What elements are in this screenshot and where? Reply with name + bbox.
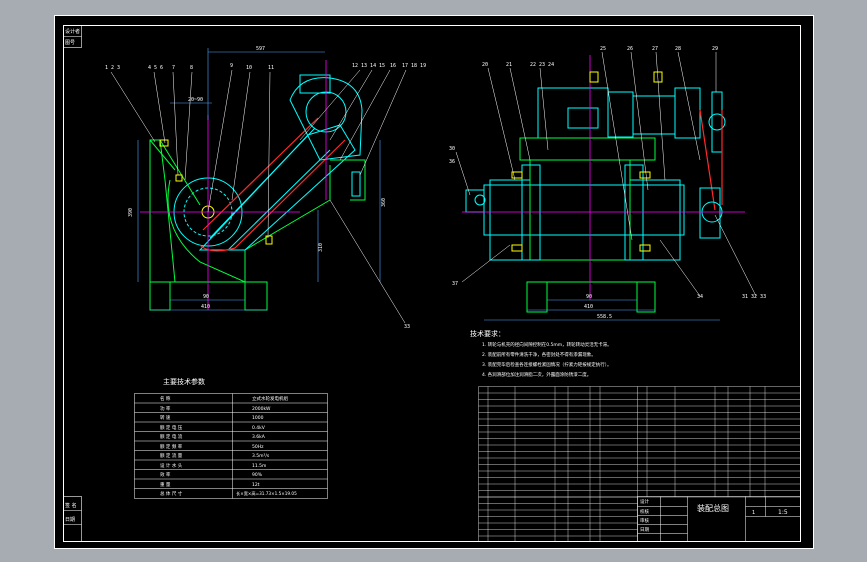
parts-list <box>478 386 801 542</box>
balloon-28: 28 <box>675 46 681 52</box>
side-strip-top <box>63 25 82 48</box>
balloon-27: 27 <box>652 46 658 52</box>
spec-row-7-label: 设 计 水 头 <box>160 462 183 469</box>
balloon-17-18-19: 17 18 19 <box>402 63 426 69</box>
spec-row-1-value: 2000kW <box>252 406 271 412</box>
balloon-20: 20 <box>482 62 488 68</box>
side-label-date: 日期 <box>65 517 75 523</box>
balloon-11: 11 <box>268 65 274 71</box>
balloon-8: 8 <box>190 65 193 71</box>
spec-row-3-value: 0.4kV <box>252 425 266 431</box>
right-dimensions <box>484 299 720 321</box>
spec-row-0-value: 立式水轮发电机组 <box>252 395 288 402</box>
spec-row-10-value: 长×宽×高=31.73×1.5×19.05 <box>236 490 297 497</box>
spec-row-9-label: 重 量 <box>160 481 171 488</box>
title-approver-label: 审核 <box>640 517 649 524</box>
spec-row-1-label: 功 率 <box>160 405 171 412</box>
dim-20-90: 20~90 <box>188 97 203 103</box>
inner-frame <box>63 25 801 542</box>
tech-req-item-2: 2. 装配前所有零件清洗干净，各密封处不得有渗漏现象。 <box>482 351 596 358</box>
dim-360: 360 <box>381 198 387 207</box>
left-leaders <box>110 69 407 324</box>
title-checker-label: 校核 <box>640 508 649 515</box>
right-view <box>462 55 745 313</box>
tech-req-item-3: 3. 装配完毕后检查各连接螺栓紧固情况（拧紧力矩按规定执行）。 <box>482 361 611 368</box>
side-label-designer: 设计者 <box>65 28 80 35</box>
balloon-22-23-24: 22 23 24 <box>530 62 554 68</box>
tech-req-item-1: 1. 转轮与机壳的径向间隙控制在0.5mm，转轮转动灵活无卡滞。 <box>482 341 612 348</box>
balloon-30: 30 <box>449 146 455 152</box>
spec-row-0-label: 名 称 <box>160 395 171 402</box>
side-strip-bottom <box>63 496 82 542</box>
balloon-12-13-14: 12 13 14 <box>352 63 376 69</box>
spec-table-grid <box>134 393 328 499</box>
balloon-36: 36 <box>449 159 455 165</box>
dim-right-90: 90 <box>586 294 592 300</box>
spec-table-rows: 名 称 立式水轮发电机组 功 率 2000kW 转 速 1000 额 定 电 压… <box>160 395 297 497</box>
side-label-drawing-no: 图号 <box>65 40 75 46</box>
outer-frame <box>54 15 814 549</box>
tech-req-item-4: 4. 各润滑部位加注润滑脂二次，外露面涂防锈漆二度。 <box>482 371 591 378</box>
balloon-29: 29 <box>712 46 718 52</box>
balloon-10: 10 <box>246 65 252 71</box>
side-label-signature: 签 名 <box>65 502 77 509</box>
dim-310: 310 <box>318 243 324 252</box>
title-date-label: 日期 <box>640 527 649 533</box>
balloon-9: 9 <box>230 63 233 69</box>
title-scale: 1:5 <box>778 509 788 516</box>
balloon-7: 7 <box>172 65 175 71</box>
dim-right-410: 410 <box>584 304 593 310</box>
balloon-37: 37 <box>452 281 458 287</box>
title-block-grid <box>637 496 801 542</box>
balloon-34: 34 <box>697 294 703 300</box>
spec-row-3-label: 额 定 电 压 <box>160 424 183 431</box>
balloon-25: 25 <box>600 46 606 52</box>
balloon-4-5-6: 4 5 6 <box>148 65 163 71</box>
spec-row-4-value: 3.6kA <box>252 434 266 440</box>
spec-row-8-label: 效 率 <box>160 471 171 478</box>
spec-table-title: 主要技术参数 <box>163 377 205 386</box>
spec-row-7-value: 11.5m <box>252 463 266 469</box>
left-dimensions <box>137 48 381 311</box>
spec-row-2-value: 1000 <box>252 415 264 421</box>
title-sheet: 1 <box>752 510 755 516</box>
balloon-26: 26 <box>627 46 633 52</box>
tech-req-title: 技术要求： <box>470 329 505 338</box>
title-drawing-name: 装配总图 <box>697 503 729 513</box>
spec-row-6-label: 额 定 流 量 <box>160 452 183 459</box>
spec-row-5-label: 额 定 频 率 <box>160 443 183 450</box>
spec-row-4-label: 额 定 电 流 <box>160 433 183 440</box>
dim-597: 597 <box>256 46 265 52</box>
spec-row-2-label: 转 速 <box>160 414 171 421</box>
spec-row-8-value: 90% <box>252 472 263 478</box>
spec-row-6-value: 3.5m³/s <box>252 453 270 459</box>
balloon-21: 21 <box>506 62 512 68</box>
balloon-16: 16 <box>390 63 396 69</box>
spec-row-5-value: 50Hz <box>252 444 264 450</box>
spec-row-9-value: 12t <box>252 482 260 488</box>
right-leaders <box>455 51 757 297</box>
balloon-1-2-3: 1 2 3 <box>105 65 120 71</box>
dim-right-558-5: 558.5 <box>597 314 612 320</box>
dim-390: 390 <box>128 208 134 217</box>
spec-row-10-label: 总 体 尺 寸 <box>160 490 183 497</box>
balloon-31-32-33: 31 32 33 <box>742 294 766 300</box>
balloon-15: 15 <box>379 63 385 69</box>
title-designer-label: 设计 <box>640 498 649 505</box>
dim-90: 90 <box>203 294 209 300</box>
dim-410: 410 <box>201 304 210 310</box>
balloon-33: 33 <box>404 324 410 330</box>
